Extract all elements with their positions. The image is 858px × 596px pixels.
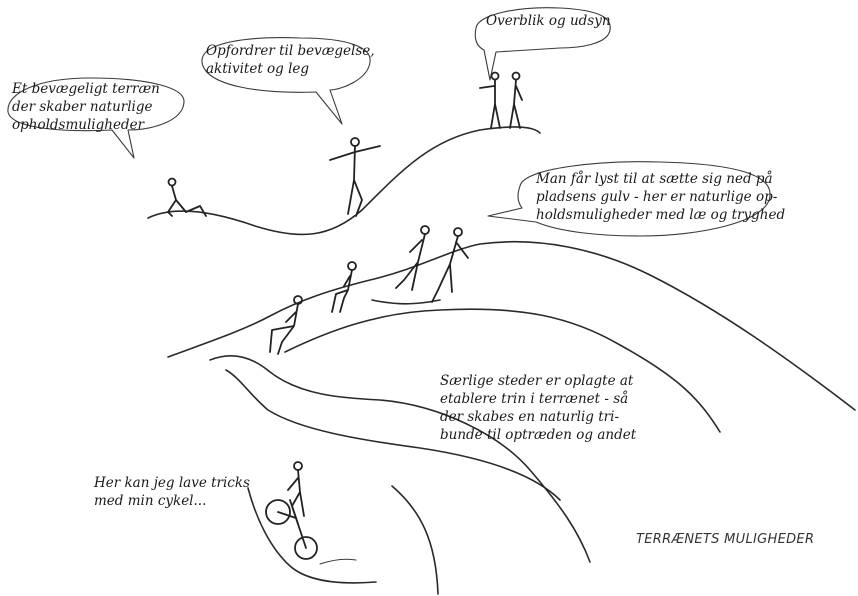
speech-bubble-movement	[201, 37, 371, 125]
bike-slope-right	[391, 485, 439, 595]
annotation-overview: Overblik og udsyn	[486, 13, 611, 29]
figure-standing	[509, 71, 523, 129]
figure-caption: TERRÆNETS MULIGHEDER	[636, 532, 815, 547]
speech-bubble-overview	[474, 7, 611, 81]
bike-slope-line	[247, 487, 377, 584]
figure-walking-1	[395, 225, 430, 291]
speech-bubble-terrain	[7, 77, 185, 159]
figure-cyclist	[265, 461, 318, 560]
bottom-ridge-line	[225, 369, 561, 501]
lower-ridge-line	[209, 354, 591, 563]
figure-arms-wide	[329, 137, 381, 217]
annotation-sitting: Man får lyst til at sætte sig ned på pla…	[536, 171, 786, 223]
annotation-terrain: Et bevægeligt terræn der skaber naturlig…	[12, 81, 160, 133]
annotation-movement: Opfordrer til bevægelse, aktivitet og le…	[206, 43, 375, 77]
figure-walking-2	[431, 227, 469, 303]
bike-ramp	[319, 558, 357, 565]
figure-sitting-1	[269, 295, 303, 355]
speech-bubble-sitting	[487, 161, 771, 237]
annotation-bike: Her kan jeg lave tricks med min cykel...	[94, 475, 250, 509]
second-ridge-line	[284, 308, 721, 433]
figure-reclining	[167, 177, 207, 217]
middle-ridge-line	[167, 240, 856, 411]
figure-pointing	[479, 71, 501, 129]
figure-sitting-2	[331, 261, 357, 313]
floor-line	[371, 299, 441, 305]
annotation-steps: Særlige steder er oplagte at etablere tr…	[440, 373, 637, 443]
upper-hill-line	[147, 126, 541, 236]
